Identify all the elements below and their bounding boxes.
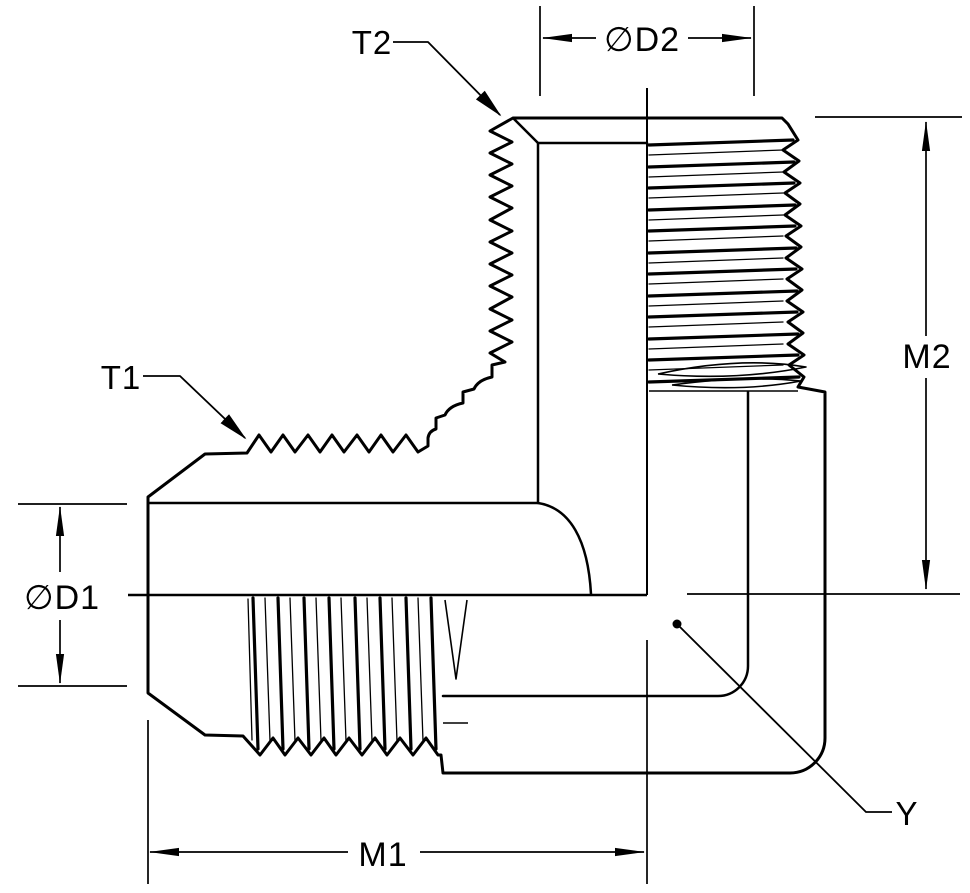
m2-label: M2 [902, 338, 951, 376]
dimension-m2: M2 [687, 116, 962, 595]
dimension-d2: ∅D2 [539, 6, 755, 96]
y-reference-dot [672, 619, 682, 629]
d2-extension-lines [539, 6, 755, 96]
body-inner-contour-lower [441, 390, 750, 698]
m1-label: M1 [358, 836, 407, 874]
vertical-thread-crest-lines [647, 138, 801, 384]
t1-leader-line [143, 375, 247, 440]
d2-label: ∅D2 [604, 21, 680, 59]
vertical-thread-root-lines [648, 149, 784, 371]
top-chamfer [511, 116, 649, 145]
y-leader-line [679, 626, 892, 813]
callout-t2: T2 [352, 24, 502, 117]
y-label: Y [895, 795, 918, 832]
body-inner-contour-upper [146, 501, 593, 596]
t2-leader-line [393, 41, 502, 117]
t2-label: T2 [352, 24, 393, 61]
callout-t1: T1 [101, 359, 247, 440]
d1-extension-lines [18, 503, 127, 687]
m1-extension-lines [147, 640, 648, 884]
m2-extension-lines [687, 116, 962, 595]
horizontal-thread-runout [444, 599, 468, 680]
horizontal-thread-root-lines [247, 597, 424, 742]
callout-y: Y [672, 619, 918, 832]
dimension-d1: ∅D1 [18, 503, 127, 687]
horizontal-thread-crest-lines [251, 596, 438, 751]
t1-label: T1 [101, 359, 142, 396]
fitting-outline [146, 116, 827, 775]
d1-label: ∅D1 [24, 579, 100, 617]
dimension-m1: M1 [147, 640, 648, 884]
